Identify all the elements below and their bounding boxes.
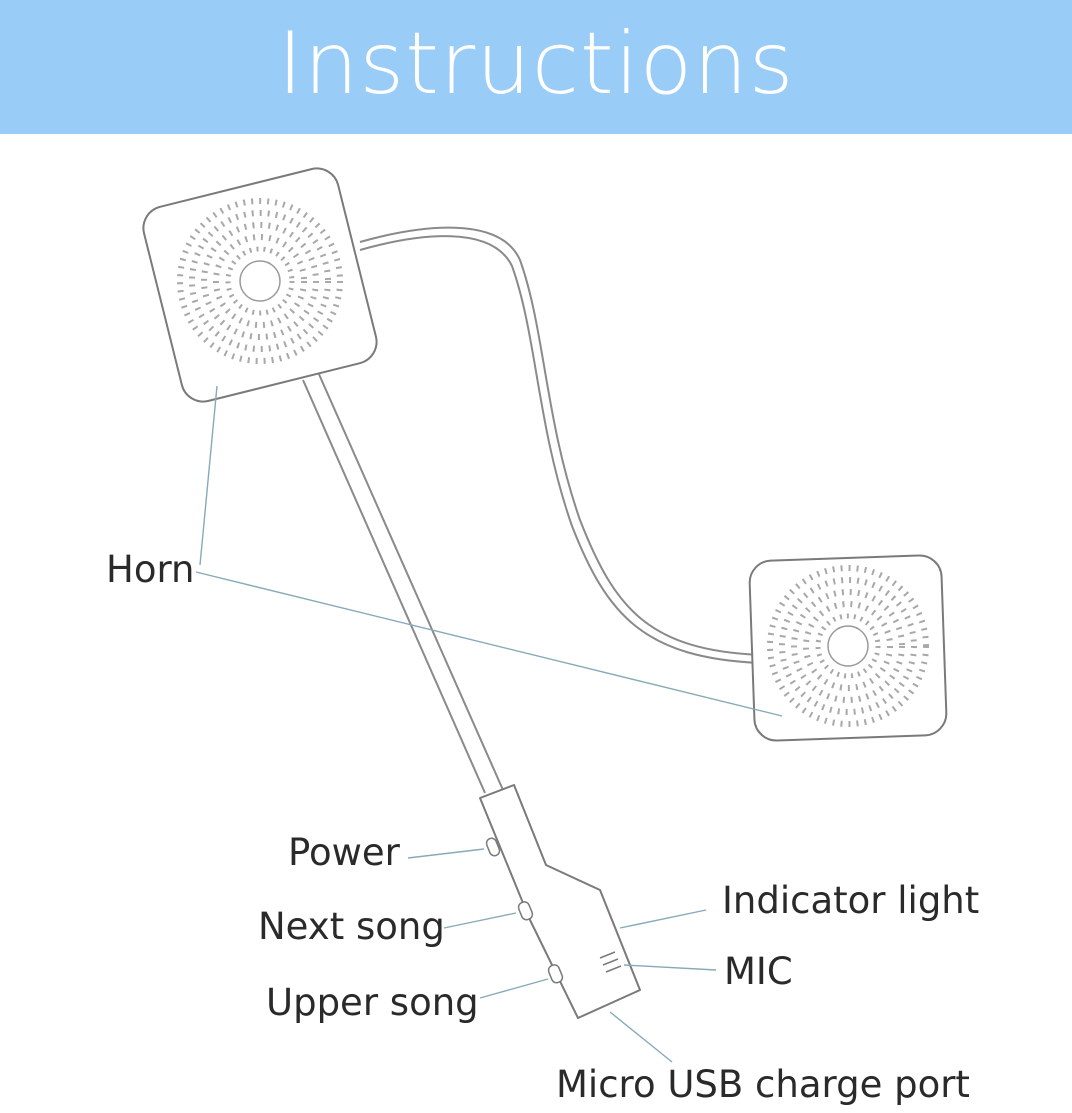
power-label: Power [288,831,400,874]
next-song-label: Next song [258,905,445,948]
upper-song-button-shape [547,964,564,984]
micro-usb-label: Micro USB charge port [556,1063,970,1106]
page-title: Instructions [277,14,795,114]
next-song-button-shape [517,901,534,921]
control-unit [479,784,641,1019]
indicator-light-label: Indicator light [722,879,980,922]
leader-lines [195,385,783,1063]
power-button-shape [485,837,501,857]
mic-label: MIC [724,950,793,993]
right-speaker [748,554,948,742]
connecting-cable [359,226,761,656]
boom-arm [302,371,504,794]
left-speaker [142,167,378,403]
header-banner: Instructions [0,0,1072,134]
mic-grille-shape [599,951,622,973]
upper-song-label: Upper song [266,981,479,1024]
horn-label: Horn [106,548,195,591]
